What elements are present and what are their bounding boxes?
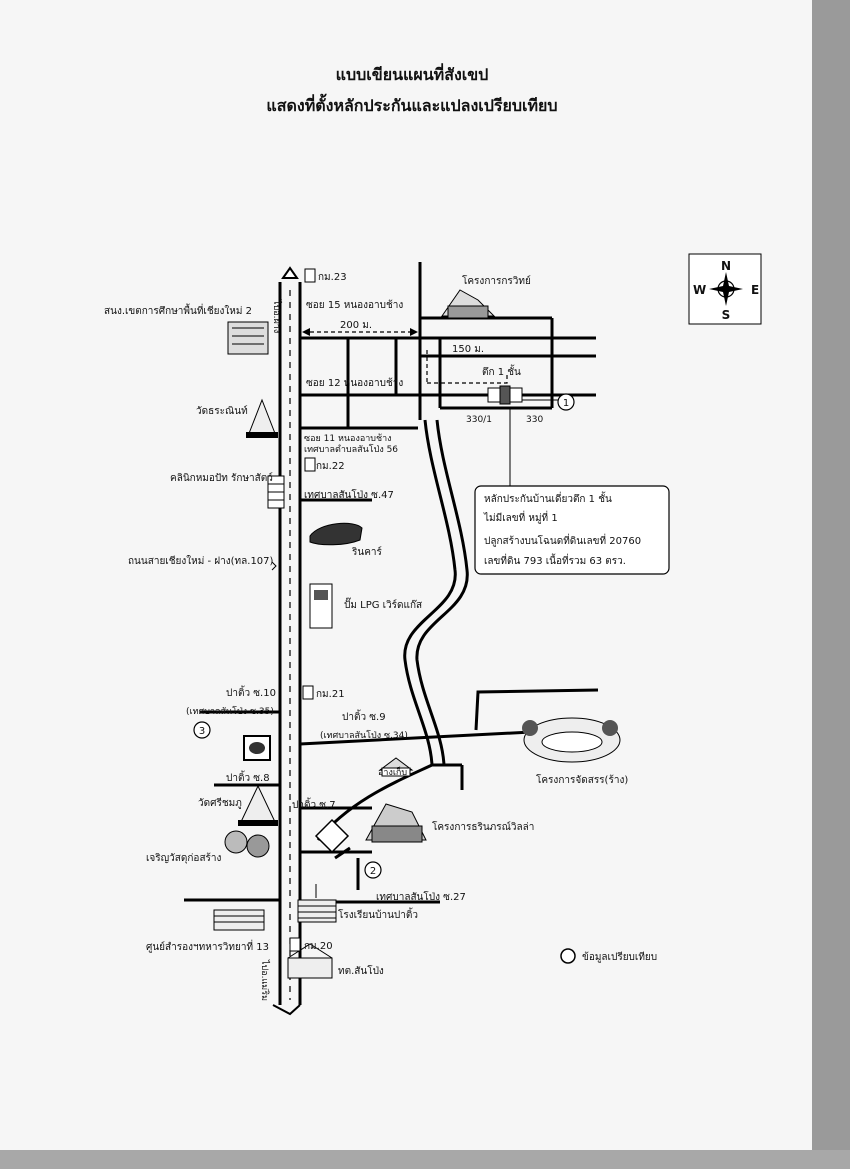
main-highway [272,266,302,1016]
building-school-office-icon [227,321,269,355]
marker-3-label: 3 [199,726,205,737]
label-project-villa: โครงการธรินภรณ์วิลล่า [432,820,534,833]
label-patiw10: ปาติ้ว ซ.10 [226,685,276,699]
label-soi15: ซอย 15 หนองอาบช้าง [306,299,403,311]
label-project-east: โครงการจัดสรร(ร้าง) [536,773,628,786]
label-dist200: 200 ม. [340,320,372,331]
pond-landscape-icon [522,717,621,763]
compass-rose-icon [709,272,743,306]
label-dist150: 150 ม. [452,344,484,355]
stupa-icon [238,784,278,826]
reservoir-icon [378,757,414,777]
paper-sheet [0,0,812,1150]
label-tessaban27: เทศบาลสันโป่ง ซ.27 [376,890,466,903]
north-destination: ไปอ.ฝาง [271,299,282,333]
label-wat-sri: วัดศรีชมภู [198,797,242,809]
center-building-icon [213,909,265,931]
info-line-3: ปลูกสร้างบนโฉนดที่ดินเลขที่ 20760 [484,533,641,547]
label-patiw9: ปาติ้ว ซ.9 [342,709,386,723]
label-soi12: ซอย 12 หนองอาบช้าง [306,377,403,389]
temple-icon [246,398,278,438]
info-line-2: ไม่มีเลขที่ หมู่ที่ 1 [483,510,558,524]
shop-trees-icon [224,830,270,858]
info-line-1: หลักประกันบ้านเดี่ยวตึก 1 ชั้น [484,491,612,505]
km-post-21-icon [302,685,314,700]
label-patiw8: ปาติ้ว ซ.8 [226,770,270,784]
scan-edge-bottom [0,1150,850,1169]
clinic-icon [267,475,285,509]
label-km22: กม.22 [316,461,345,472]
school-building-icon [297,884,337,923]
label-tessaban35: (เทศบาลสันโป่ง ซ.35) [186,706,274,717]
label-wat-thara: วัดธระณินท์ [196,405,248,417]
marker-1-label: 1 [563,398,569,409]
label-km21: กม.21 [316,689,345,700]
title-line-2: แสดงที่ตั้งหลักประกันและแปลงเปรียบเทียบ [266,93,557,115]
scan-edge-right [812,0,850,1169]
label-school: โรงเรียนบ้านปาติ้ว [338,907,418,921]
label-shop: เจริญวัสดุก่อสร้าง [146,852,222,864]
label-km20: กม.20 [304,941,333,952]
label-soi11-a: ซอย 11 หนองอาบช้าง [304,433,392,444]
label-tessaban34: (เทศบาลสันโป่ง ซ.34) [320,730,408,741]
label-tt: ทต.สันโป่ง [338,964,384,977]
villa-house-icon [365,803,427,843]
compass: N S E W [688,253,762,325]
label-plot-a: 330/1 [466,415,492,425]
label-km23: กม.23 [318,272,347,283]
info-line-4: เลขที่ดิน 793 เนื้อที่รวม 63 ตรว. [484,553,626,567]
car-icon [309,522,363,546]
km-post-23-icon [304,268,316,283]
label-school-office: สนง.เขตการศึกษาพื้นที่เชียงใหม่ 2 [104,303,252,317]
label-rincar: รินคาร์ [351,546,382,558]
compass-w: W [693,283,706,297]
compass-n: N [721,259,731,273]
municipal-office-icon [287,943,333,979]
label-tessaban47: เทศบาลสันโป่ง ซ.47 [304,488,394,501]
marker-2-circle [364,861,382,879]
highway-pointer-icon [271,561,277,571]
label-plot-b: 330 [526,415,543,425]
northern-roads [300,262,596,430]
marker-1-circle [557,393,575,411]
km-post-22-icon [304,457,316,472]
compass-s: S [722,308,731,322]
legend-label: ข้อมูลเปรียบเทียบ [582,951,657,963]
label-patiw7: ปาติ้ว ซ.7 [292,797,336,811]
south-destination: ไปอ.แม่ริม [259,959,270,1001]
sketch-map: แบบเขียนแผนที่สังเขป แสดงที่ตั้งหลักประก… [104,63,762,1016]
arrow-north-icon [281,266,299,279]
label-reservoir: อ่างเก็บ [378,765,407,778]
label-tuk1: ตึก 1 ชั้น [482,364,521,378]
label-clinic: คลินิกหมอปัท รักษาสัตว์ [170,472,273,484]
info-box [474,485,670,575]
gas-station-icon [309,583,333,629]
compass-e: E [751,283,759,297]
legend-circle-icon [560,948,576,964]
arrow-south-icon [272,1004,301,1016]
label-project-north: โครงการกรวิทย์ [462,274,531,287]
label-center13: ศูนย์สำรองฯทหารวิทยาที่ 13 [146,939,269,953]
house-icon [441,289,496,319]
marker-2-label: 2 [370,866,376,877]
marker-3-circle [193,721,211,739]
highway-name: ถนนสายเชียงใหม่ - ฝาง(ทล.107) [128,555,274,567]
leaf-sign-icon [243,735,271,761]
km-post-20-icon [289,937,301,952]
title-line-1: แบบเขียนแผนที่สังเขป [336,63,489,84]
label-soi11-b: เทศบาลตำบลสันโป่ง 56 [304,444,398,455]
subject-property-icon [487,385,523,405]
label-lpg: ปั๊ม LPG เวิร์ดแก๊ส [344,597,422,611]
